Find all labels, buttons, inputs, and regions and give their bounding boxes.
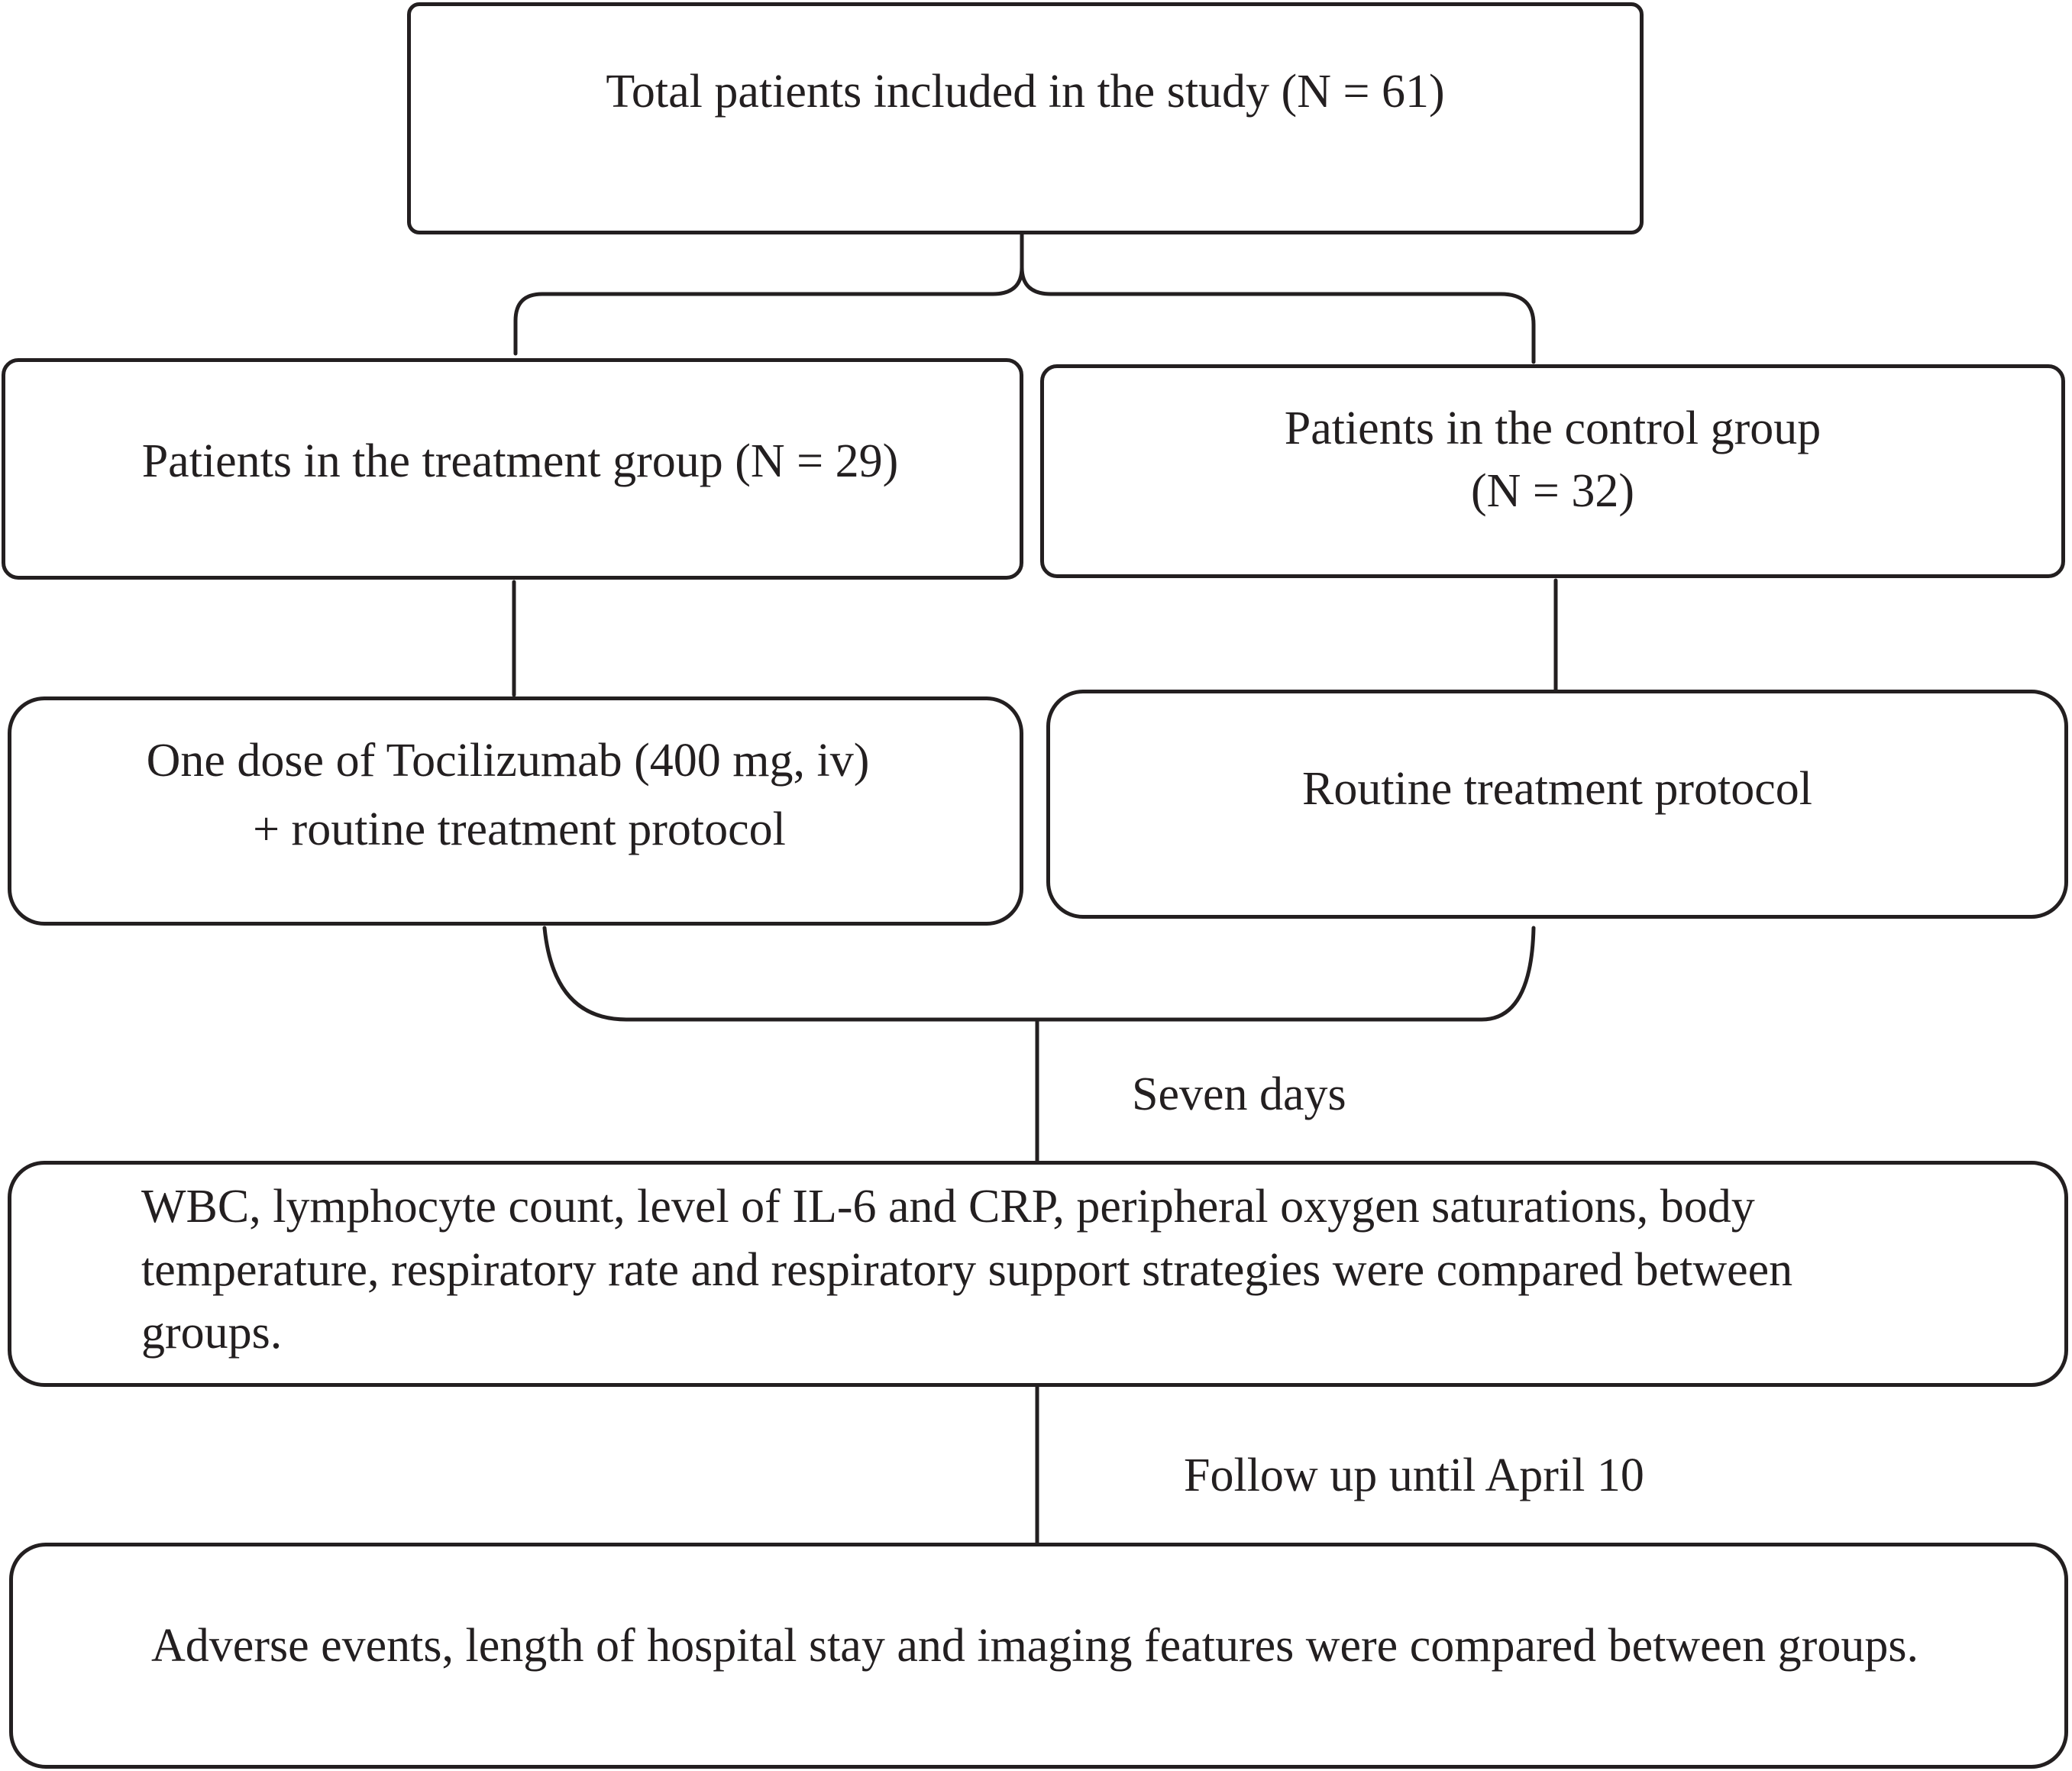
control-protocol-text: Routine treatment protocol — [1301, 762, 1813, 815]
follow-up-comparison-box: Adverse events, length of hospital stay … — [9, 1543, 2068, 1769]
seven-days-label: Seven days — [1132, 1068, 1346, 1120]
treatment-group-text: Patients in the treatment group (N = 29) — [141, 435, 899, 487]
seven-day-comparison-box: WBC, lymphocyte count, level of IL-6 and… — [8, 1161, 2068, 1387]
control-group-line-2: (N = 32) — [1470, 465, 1635, 517]
control-group-line-1: Patients in the control group — [1284, 402, 1821, 454]
total-patients-text: Total patients included in the study (N … — [606, 65, 1445, 118]
split-brace-right — [1020, 265, 1536, 364]
follow-up-comparison-text: Adverse events, length of hospital stay … — [151, 1620, 1918, 1672]
split-brace — [513, 231, 1024, 356]
treatment-group-box: Patients in the treatment group (N = 29) — [2, 358, 1023, 580]
merge-bracket — [542, 926, 1536, 1022]
control-protocol-box: Routine treatment protocol — [1046, 690, 2068, 919]
treatment-protocol-box: One dose of Tocilizumab (400 mg, iv) + r… — [8, 696, 1023, 926]
treatment-protocol-text: One dose of Tocilizumab (400 mg, iv) + r… — [147, 727, 870, 864]
seven-day-comparison-line-3: groups. — [141, 1307, 283, 1359]
control-group-text: Patients in the control group (N = 32) — [1285, 397, 1821, 523]
treatment-protocol-line-2: + routine treatment protocol — [253, 803, 786, 855]
follow-up-label: Follow up until April 10 — [1184, 1449, 1644, 1501]
treatment-protocol-line-1: One dose of Tocilizumab (400 mg, iv) — [146, 735, 870, 787]
control-group-box: Patients in the control group (N = 32) — [1040, 364, 2065, 578]
seven-day-comparison-text: WBC, lymphocyte count, level of IL-6 and… — [141, 1175, 1792, 1364]
seven-day-comparison-line-2: temperature, respiratory rate and respir… — [141, 1243, 1793, 1296]
total-patients-box: Total patients included in the study (N … — [407, 2, 1644, 234]
seven-day-comparison-line-1: WBC, lymphocyte count, level of IL-6 and… — [141, 1181, 1755, 1233]
